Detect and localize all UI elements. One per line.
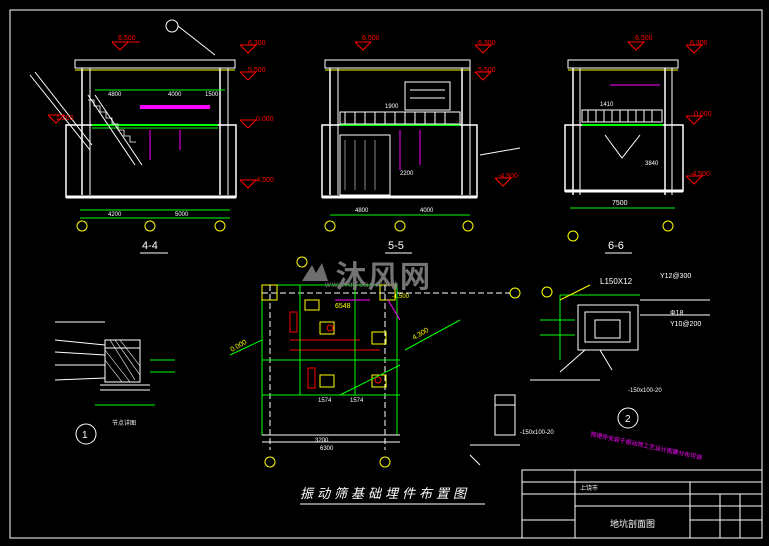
drawing-name: 地坑剖面图 [610, 518, 655, 529]
elev-label: 6.300 [690, 40, 708, 47]
dim-label: 1500 [205, 92, 219, 98]
plan-tag: Y10@200 [670, 321, 701, 328]
detail-caption: 节点详图 [112, 419, 136, 427]
section-title-5-5: 5-5 [388, 240, 404, 252]
elev-label: 5.500 [248, 67, 266, 74]
detail-number: 2 [625, 414, 631, 425]
elev-label: 6.300 [248, 40, 266, 47]
project-name: 上饶市 [580, 484, 598, 492]
watermark: 沐风网 [298, 252, 432, 296]
elev-label: 6.500 [362, 35, 380, 42]
elev-label: -4.500 [498, 173, 518, 180]
dim-label: 4800 [355, 208, 369, 214]
watermark-brand: 沐风网 [336, 260, 432, 295]
detail-1 [54, 321, 175, 445]
watermark-logo-icon [302, 263, 328, 281]
dim-label: 1574 [318, 398, 332, 404]
plan-title: 振动筛基础埋件布置图 [300, 486, 470, 501]
dim-label: 1574 [350, 398, 364, 404]
dim-label: 5000 [175, 212, 189, 218]
dim-label: 1410 [600, 102, 614, 108]
plan-elev: 0.000 [230, 339, 249, 354]
title-block [521, 469, 763, 539]
section-6-6 [564, 41, 704, 242]
section-5-5 [321, 41, 521, 232]
plan-tag: -150x100-20 [520, 430, 554, 436]
elev-label: 0.000 [694, 111, 712, 118]
embed-plan [229, 256, 521, 468]
section-4-4 [29, 19, 258, 232]
plan-tag: Φ18 [670, 310, 683, 317]
dim-label: 1900 [385, 104, 399, 110]
detail-2 [469, 284, 710, 466]
plan-tag: L150X12 [600, 277, 633, 286]
dim-label: 4800 [108, 92, 122, 98]
plan-elev: -1.500 [392, 294, 410, 300]
watermark-url: www.mfcad.com [325, 280, 397, 289]
dim-label: 4000 [420, 208, 434, 214]
dim-label: 6548 [335, 303, 351, 310]
elev-label: -4.500 [254, 177, 274, 184]
elev-label: 6.500 [118, 35, 136, 42]
plan-tag: Y12@300 [660, 273, 691, 280]
elev-label: 0.000 [256, 116, 274, 123]
dim-label: 2200 [400, 171, 414, 177]
elev-label: -4.500 [690, 171, 710, 178]
elev-label: 6.500 [635, 35, 653, 42]
plan-elev: 4.300 [412, 327, 431, 342]
elev-label: 6.300 [478, 40, 496, 47]
plan-tag: -150x100-20 [628, 388, 662, 394]
dim-label: 3200 [315, 438, 329, 444]
dim-label: 4200 [108, 212, 122, 218]
dim-label: 7500 [612, 200, 628, 207]
plan-note: 预埋件安装于振动筛工艺设计图要分布可调 [590, 430, 703, 462]
dim-label: 6300 [320, 446, 334, 452]
drawing-frame [9, 9, 763, 539]
detail-number: 1 [82, 430, 88, 441]
elev-label: 5.500 [478, 67, 496, 74]
section-title-6-6: 6-6 [608, 240, 624, 252]
dim-label: 3840 [645, 161, 659, 167]
dim-label: 4000 [168, 92, 182, 98]
section-title-4-4: 4-4 [142, 240, 158, 252]
elev-label: 1.200 [56, 115, 74, 122]
